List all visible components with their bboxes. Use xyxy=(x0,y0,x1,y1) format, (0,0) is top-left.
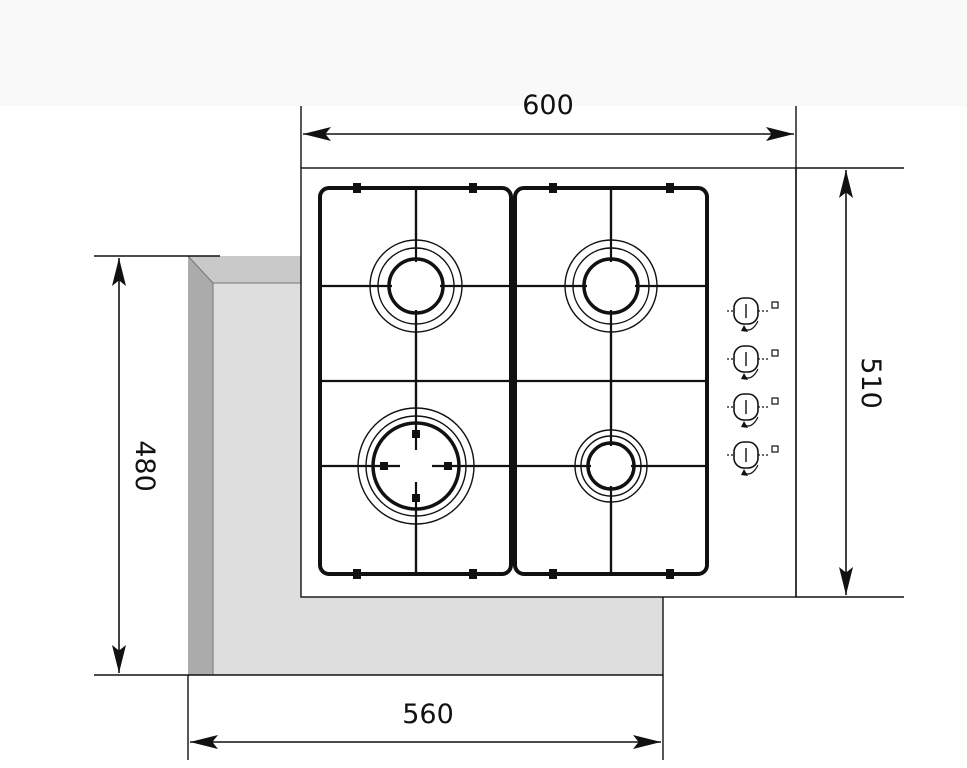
burner-top-right xyxy=(517,190,705,380)
hob-plate xyxy=(300,167,797,598)
burner-top-left xyxy=(322,190,510,380)
knob-icon xyxy=(727,345,779,380)
dimension-label-right: 510 xyxy=(855,357,886,409)
grate-foot xyxy=(549,183,557,193)
knob-icon xyxy=(727,441,779,476)
grate-foot xyxy=(549,569,557,579)
grate-foot xyxy=(469,183,477,193)
cutout-side-face xyxy=(188,256,213,675)
dimension-right-depth: 510 xyxy=(795,167,904,598)
background-band xyxy=(0,0,967,106)
grate-foot xyxy=(469,569,477,579)
knob-icon xyxy=(727,297,779,332)
dimension-label-top: 600 xyxy=(522,90,574,121)
dimension-top-width: 600 xyxy=(300,90,797,168)
grate-foot xyxy=(666,183,674,193)
dimension-label-bottom: 560 xyxy=(402,699,454,730)
burner-bottom-right xyxy=(517,382,705,572)
dimension-left-depth: 480 xyxy=(94,255,220,676)
control-knobs xyxy=(727,297,779,476)
grate-foot xyxy=(666,569,674,579)
dimension-bottom-width: 560 xyxy=(187,597,664,760)
burner-bottom-left xyxy=(322,382,510,572)
knob-icon xyxy=(727,393,779,428)
cutout-edge xyxy=(187,255,214,284)
grate-foot xyxy=(353,183,361,193)
grate-foot xyxy=(353,569,361,579)
dimension-label-left: 480 xyxy=(129,440,160,492)
cutout-top-face xyxy=(188,256,302,283)
